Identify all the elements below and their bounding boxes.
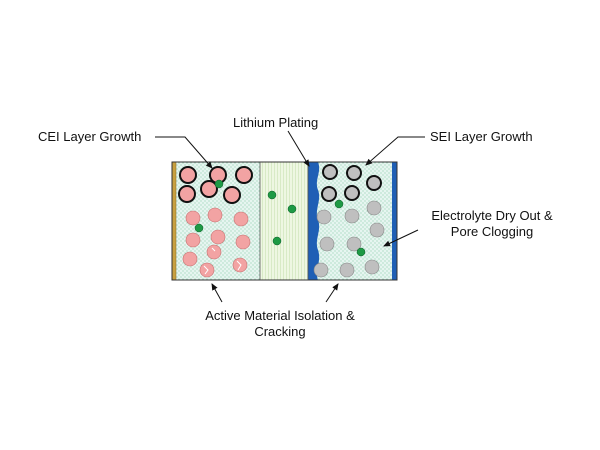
cathode-particle (232, 257, 248, 273)
cathode-current-collector (171, 161, 177, 281)
isolation-left-callout-line (211, 283, 223, 303)
active-material-isolation-line-2: Cracking (254, 324, 306, 339)
electrolyte-dry-out-label: Electrolyte Dry Out & Pore Clogging (422, 208, 562, 240)
cathode-particle (207, 207, 223, 223)
lithium-ions (194, 179, 366, 257)
cathode-particle (199, 262, 215, 278)
lithium-ion (334, 199, 344, 209)
separator (260, 162, 308, 280)
lithium-plating-label: Lithium Plating (233, 115, 319, 130)
sei-callout-line (365, 136, 425, 166)
cathode-particle (179, 166, 197, 184)
cathode-particle (206, 244, 222, 260)
cathode-particle (210, 229, 226, 245)
isolation-right-callout-line (325, 283, 339, 303)
cathode-particle (185, 210, 201, 226)
cathode-particles (178, 166, 253, 278)
lithium-ion (272, 236, 282, 246)
cathode-particle (185, 232, 201, 248)
cathode-particle (178, 185, 196, 203)
anode-particle (366, 200, 382, 216)
electrolyte-dry-out-line-2: Pore Clogging (450, 224, 534, 239)
anode-current-collector (392, 162, 397, 280)
anode-particle (339, 262, 355, 278)
cathode-particle (223, 186, 241, 204)
anode-particle (344, 185, 360, 201)
anode-particle (346, 236, 362, 252)
cathode-particle (235, 234, 251, 250)
cathode-particle (233, 211, 249, 227)
anode-particle (364, 259, 380, 275)
callout-lines (155, 130, 425, 303)
anode-particles (313, 164, 385, 278)
active-material-isolation-line-1: Active Material Isolation & (205, 308, 355, 323)
cathode-particle (182, 251, 198, 267)
anode-particle (346, 165, 362, 181)
anode-particle (316, 209, 332, 225)
lithium-ion (267, 190, 277, 200)
lithium-ion (356, 247, 366, 257)
anode-particle (321, 186, 337, 202)
cell-outline (171, 161, 398, 281)
anode-particle (322, 164, 338, 180)
lithium-plating-layer (308, 162, 320, 280)
dryout-callout-line (383, 229, 419, 247)
lithium-ion (287, 204, 297, 214)
cathode-particle (235, 166, 253, 184)
active-material-isolation-label: Active Material Isolation & Cracking (190, 308, 370, 340)
anode-particle (344, 208, 360, 224)
electrolyte-dry-out-line-1: Electrolyte Dry Out & (431, 208, 553, 223)
particle-cracks (203, 247, 242, 275)
anode-particle (313, 262, 329, 278)
cathode-particle (200, 180, 218, 198)
anode-particle (366, 175, 382, 191)
plating-callout-line (287, 130, 310, 167)
anode-particle (319, 236, 335, 252)
lithium-ion (194, 223, 204, 233)
lithium-ion (214, 179, 224, 189)
sei-layer-growth-label: SEI Layer Growth (430, 129, 533, 144)
cei-layer-growth-label: CEI Layer Growth (38, 129, 142, 144)
anode-particle (369, 222, 385, 238)
cei-callout-line (155, 136, 213, 169)
